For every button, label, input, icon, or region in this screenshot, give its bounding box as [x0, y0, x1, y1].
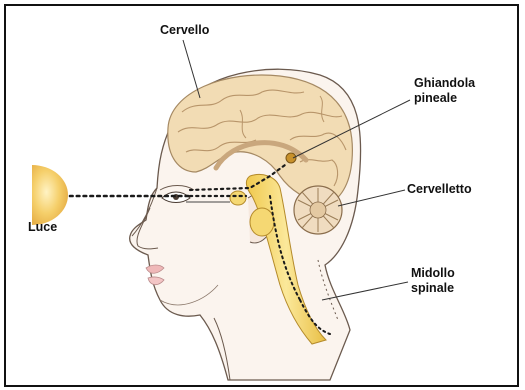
label-spinal-line1: Midollo — [411, 266, 455, 281]
label-pineal-line1: Ghiandola — [414, 76, 475, 91]
label-cerebellum: Cervelletto — [407, 182, 472, 197]
sun-icon — [32, 165, 68, 225]
label-spinal-line2: spinale — [411, 281, 455, 296]
label-pineal-line2: pineale — [414, 91, 475, 106]
label-brain: Cervello — [160, 23, 209, 38]
label-pineal-gland: Ghiandola pineale — [414, 76, 475, 106]
cerebellum — [294, 186, 342, 234]
label-light: Luce — [28, 220, 57, 235]
label-spinal-cord: Midollo spinale — [411, 266, 455, 296]
leader-spinal — [322, 282, 408, 300]
leader-brain — [183, 40, 200, 98]
